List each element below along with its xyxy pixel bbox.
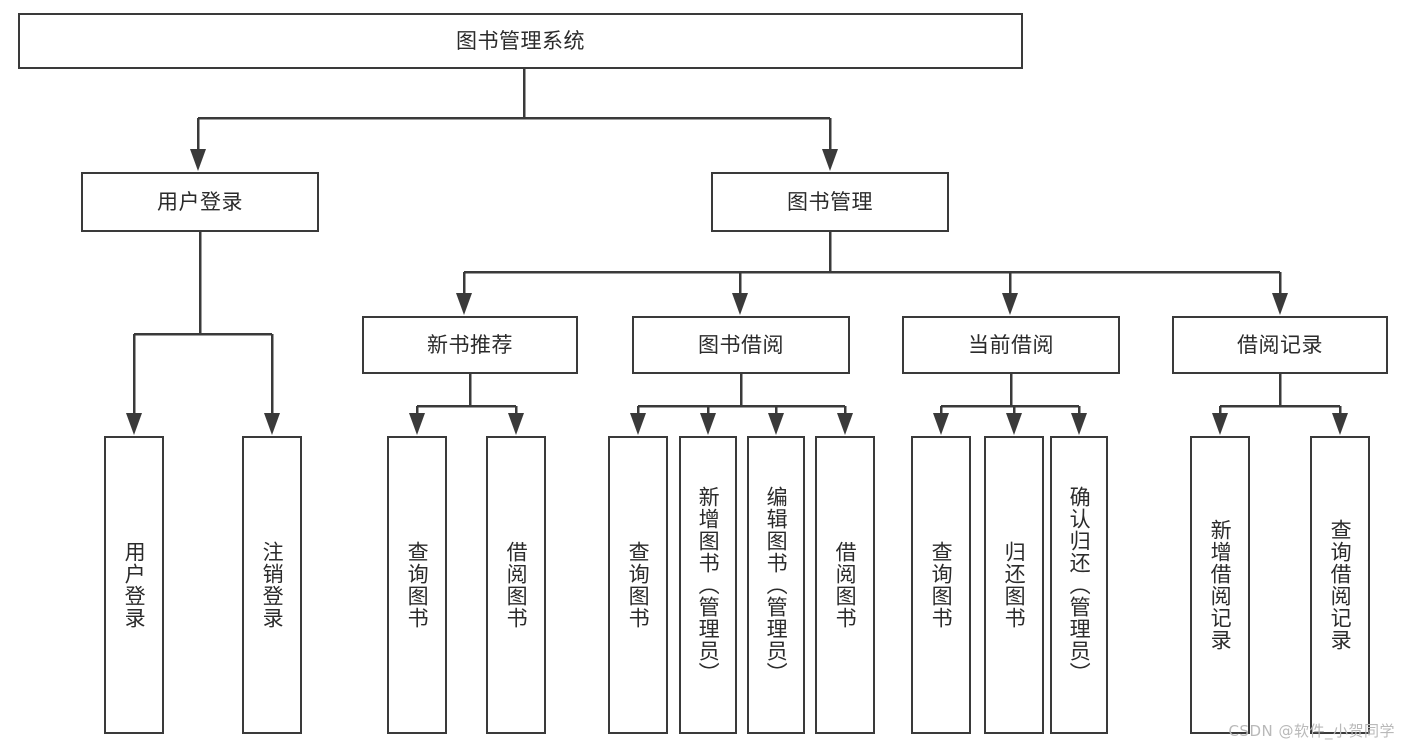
node-label: 新增借阅记录 bbox=[1208, 519, 1233, 651]
node-label: 查询图书 bbox=[405, 541, 430, 629]
node-label: 当前借阅 bbox=[968, 332, 1054, 357]
node-user-login[interactable]: 用户登录 bbox=[81, 172, 319, 232]
node-label: 用户登录 bbox=[157, 189, 243, 214]
node-label: 确认归还（管理员） bbox=[1067, 486, 1092, 684]
node-root-system[interactable]: 图书管理系统 bbox=[18, 13, 1023, 69]
node-label: 查询图书 bbox=[929, 541, 954, 629]
node-label: 注销登录 bbox=[260, 541, 285, 629]
node-leaf-return-book[interactable]: 归还图书 bbox=[984, 436, 1044, 734]
node-leaf-borrow-book-recommend[interactable]: 借阅图书 bbox=[486, 436, 546, 734]
node-label: 图书借阅 bbox=[698, 332, 784, 357]
node-leaf-add-borrow-record[interactable]: 新增借阅记录 bbox=[1190, 436, 1250, 734]
node-leaf-query-book-current[interactable]: 查询图书 bbox=[911, 436, 971, 734]
node-label: 查询借阅记录 bbox=[1328, 519, 1353, 651]
node-label: 编辑图书（管理员） bbox=[764, 486, 789, 684]
node-label: 图书管理系统 bbox=[456, 28, 585, 53]
node-label: 用户登录 bbox=[122, 541, 147, 629]
node-leaf-confirm-return[interactable]: 确认归还（管理员） bbox=[1050, 436, 1108, 734]
node-leaf-borrow-book[interactable]: 借阅图书 bbox=[815, 436, 875, 734]
node-borrow-record[interactable]: 借阅记录 bbox=[1172, 316, 1388, 374]
node-leaf-logout[interactable]: 注销登录 bbox=[242, 436, 302, 734]
node-label: 图书管理 bbox=[787, 189, 873, 214]
node-label: 借阅图书 bbox=[504, 541, 529, 629]
node-label: 新增图书（管理员） bbox=[696, 486, 721, 684]
node-book-borrow[interactable]: 图书借阅 bbox=[632, 316, 850, 374]
node-leaf-user-login[interactable]: 用户登录 bbox=[104, 436, 164, 734]
node-label: 新书推荐 bbox=[427, 332, 513, 357]
node-current-borrow[interactable]: 当前借阅 bbox=[902, 316, 1120, 374]
node-leaf-query-book-borrow[interactable]: 查询图书 bbox=[608, 436, 668, 734]
node-leaf-edit-book[interactable]: 编辑图书（管理员） bbox=[747, 436, 805, 734]
node-leaf-query-book-recommend[interactable]: 查询图书 bbox=[387, 436, 447, 734]
node-label: 归还图书 bbox=[1002, 541, 1027, 629]
node-leaf-add-book[interactable]: 新增图书（管理员） bbox=[679, 436, 737, 734]
node-book-manage[interactable]: 图书管理 bbox=[711, 172, 949, 232]
node-new-book-recommend[interactable]: 新书推荐 bbox=[362, 316, 578, 374]
node-leaf-query-borrow-record[interactable]: 查询借阅记录 bbox=[1310, 436, 1370, 734]
node-label: 借阅记录 bbox=[1237, 332, 1323, 357]
node-label: 查询图书 bbox=[626, 541, 651, 629]
node-label: 借阅图书 bbox=[833, 541, 858, 629]
